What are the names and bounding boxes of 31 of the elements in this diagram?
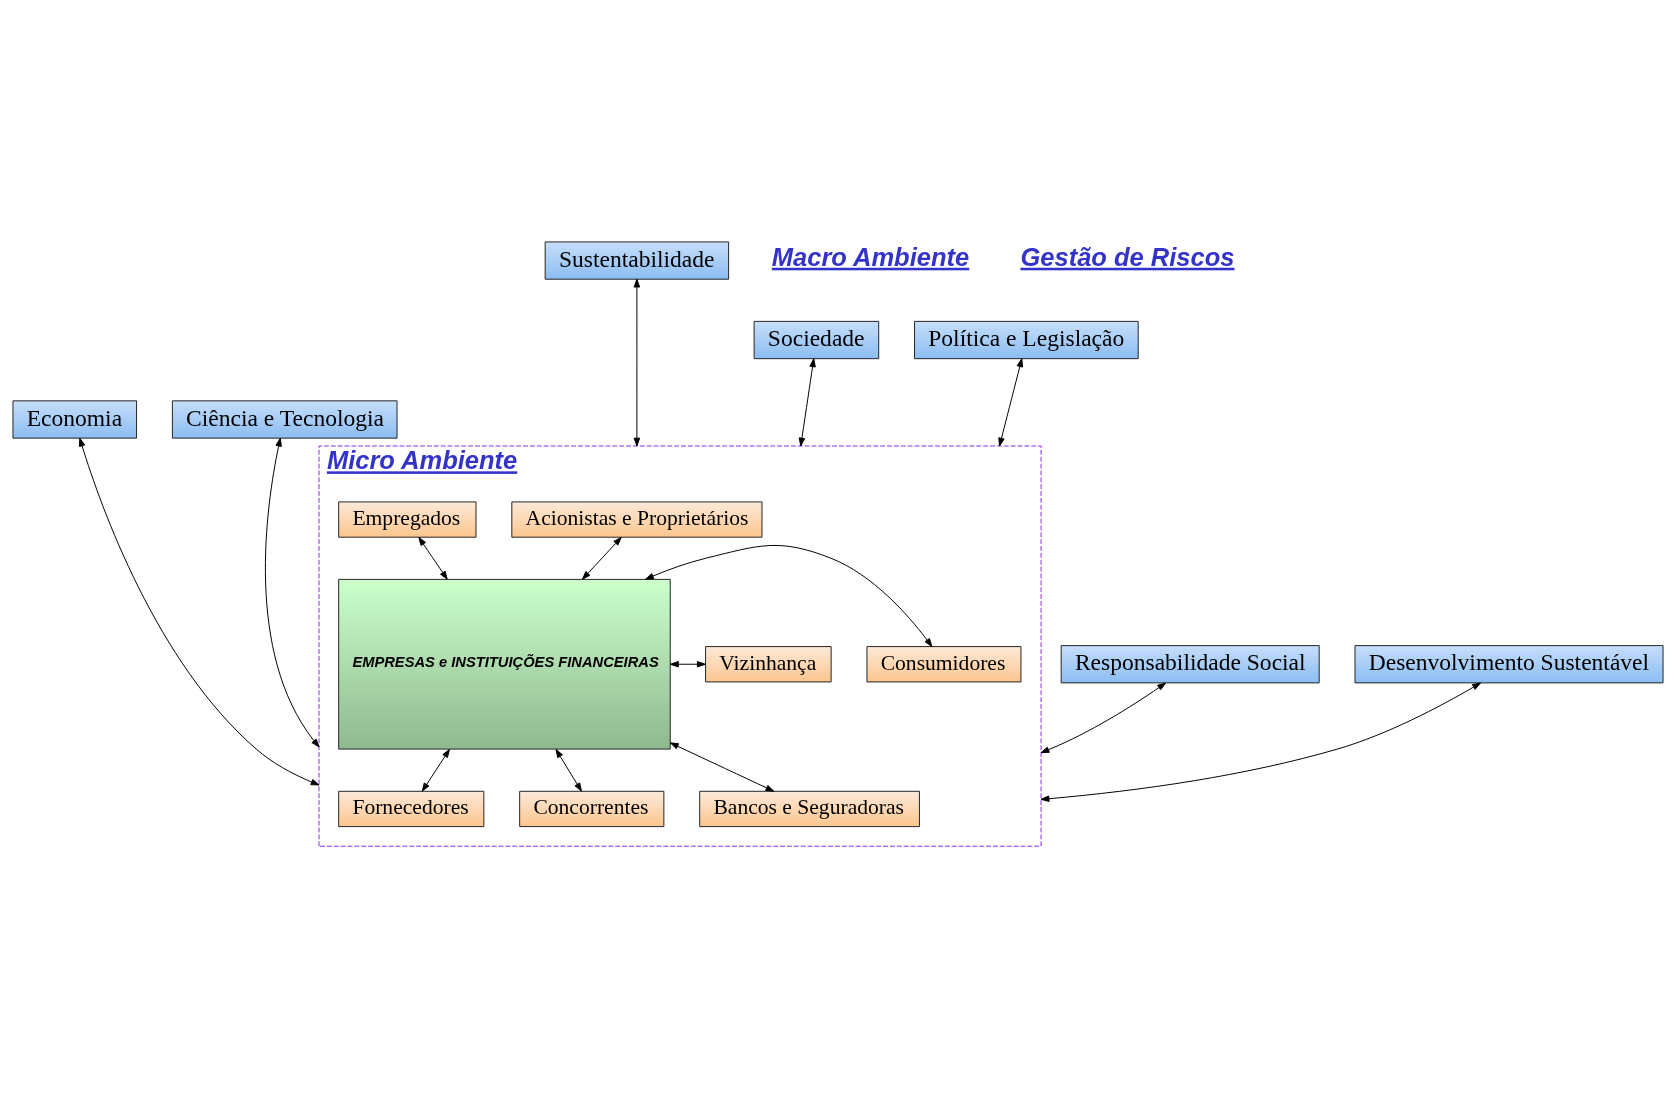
node-box: Bancos e Seguradoras (699, 790, 920, 827)
node-box: Sociedade (753, 320, 880, 359)
node-box: Sustentabilidade (544, 240, 730, 280)
arrow (1040, 682, 1481, 802)
node-box: Política e Legislação (914, 320, 1139, 359)
node-box: Responsabilidade Social (1060, 644, 1320, 683)
arrow (78, 437, 320, 785)
arrow (1040, 682, 1166, 753)
node-box: Economia (12, 399, 138, 439)
node-box: Consumidores (866, 645, 1022, 682)
arrow (555, 748, 582, 792)
node-box: Concorrentes (519, 790, 665, 827)
arrow (582, 536, 622, 580)
node-box: Vizinhança (705, 645, 832, 682)
arrow (421, 748, 450, 792)
node-box: Ciência e Tecnologia (171, 399, 398, 439)
node-box: EMPRESAS e INSTITUIÇÕES FINANCEIRAS (338, 578, 671, 750)
node-box: Acionistas e Proprietários (511, 500, 763, 538)
arrow (645, 544, 933, 647)
label: Gestão de Riscos (1020, 242, 1235, 271)
arrow (798, 357, 816, 446)
label: Macro Ambiente (771, 242, 970, 271)
node-box: Fornecedores (338, 790, 485, 827)
node-box: Desenvolvimento Sustentável (1354, 644, 1664, 683)
arrow (669, 741, 775, 792)
arrow (418, 536, 448, 580)
arrow (633, 278, 641, 446)
arrow (998, 357, 1023, 446)
node-box: Empregados (338, 500, 477, 538)
arrow (669, 660, 706, 667)
arrow (265, 437, 320, 747)
